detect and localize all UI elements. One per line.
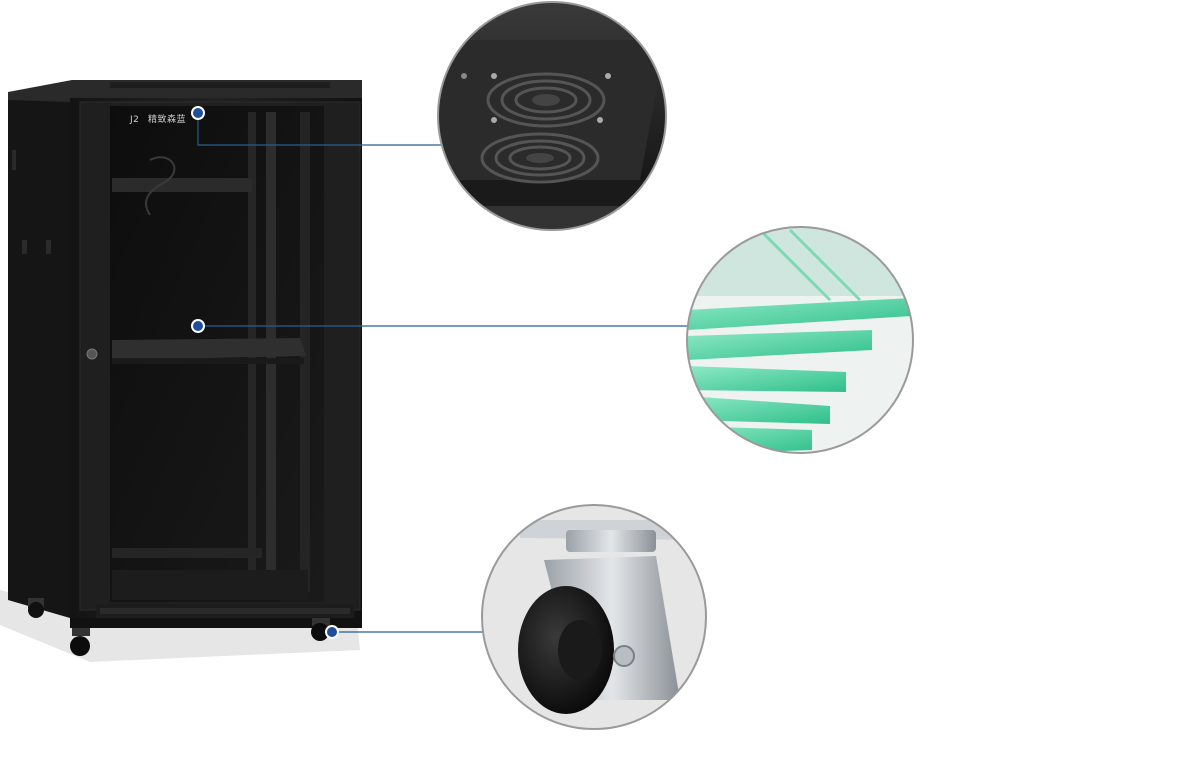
cabinet-casters	[28, 598, 330, 656]
fan-panel-detail	[437, 1, 667, 231]
wheel-icon	[518, 586, 614, 714]
callout-lines	[197, 113, 688, 633]
callout-dot-fan[interactable]	[191, 106, 205, 120]
callout-dot-wheel[interactable]	[325, 625, 339, 639]
brand-logo-text: 精致森蓝	[148, 113, 186, 125]
brand-logo-mark: J2	[129, 115, 139, 125]
callout-dot-glass[interactable]	[191, 319, 205, 333]
tempered-glass-detail	[686, 226, 914, 454]
fan-icon	[480, 72, 606, 184]
caster-wheel-detail	[481, 504, 707, 730]
server-cabinet: J2 精致森蓝	[8, 80, 362, 628]
